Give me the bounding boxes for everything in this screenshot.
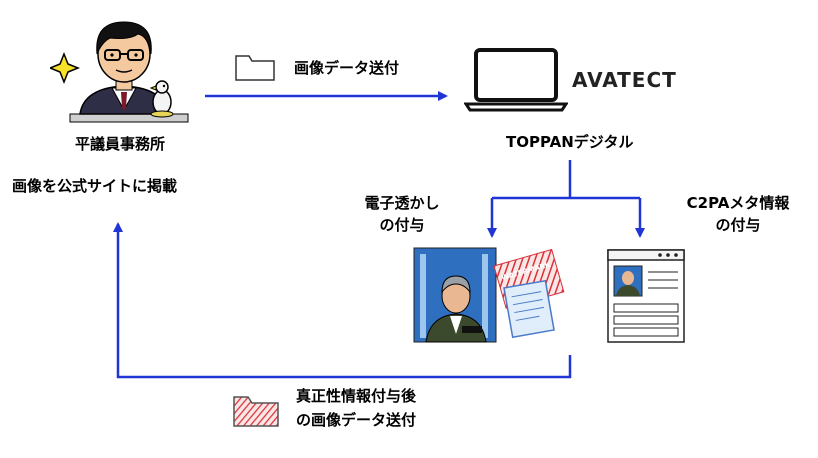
- watermarked-photo: WATERMARK: [413, 247, 565, 343]
- vendor-name: TOPPANデジタル: [506, 133, 634, 151]
- return-label-2: の画像データ送付: [296, 411, 417, 429]
- hatched-folder-icon: [233, 396, 279, 427]
- publish-label: 画像を公式サイトに掲載: [12, 177, 178, 195]
- send-label: 画像データ送付: [294, 59, 400, 77]
- watermark-label-1: 電子透かし: [364, 194, 440, 212]
- folder-icon: [235, 55, 275, 81]
- politician-illustration: [50, 21, 189, 123]
- watermark-label-2: の付与: [379, 216, 425, 234]
- return-arrow: [113, 222, 572, 379]
- office-name: 平議員事務所: [74, 135, 165, 153]
- c2pa-label-1: C2PAメタ情報: [686, 194, 790, 212]
- return-label-1: 真正性情報付与後: [296, 387, 417, 405]
- vendor-logo: AVATECT: [572, 68, 677, 92]
- c2pa-label-2: の付与: [715, 216, 761, 234]
- sparkle-icon: [50, 51, 81, 85]
- split-connector: [492, 160, 640, 200]
- laptop-icon: [464, 48, 568, 112]
- c2pa-document: [607, 249, 685, 343]
